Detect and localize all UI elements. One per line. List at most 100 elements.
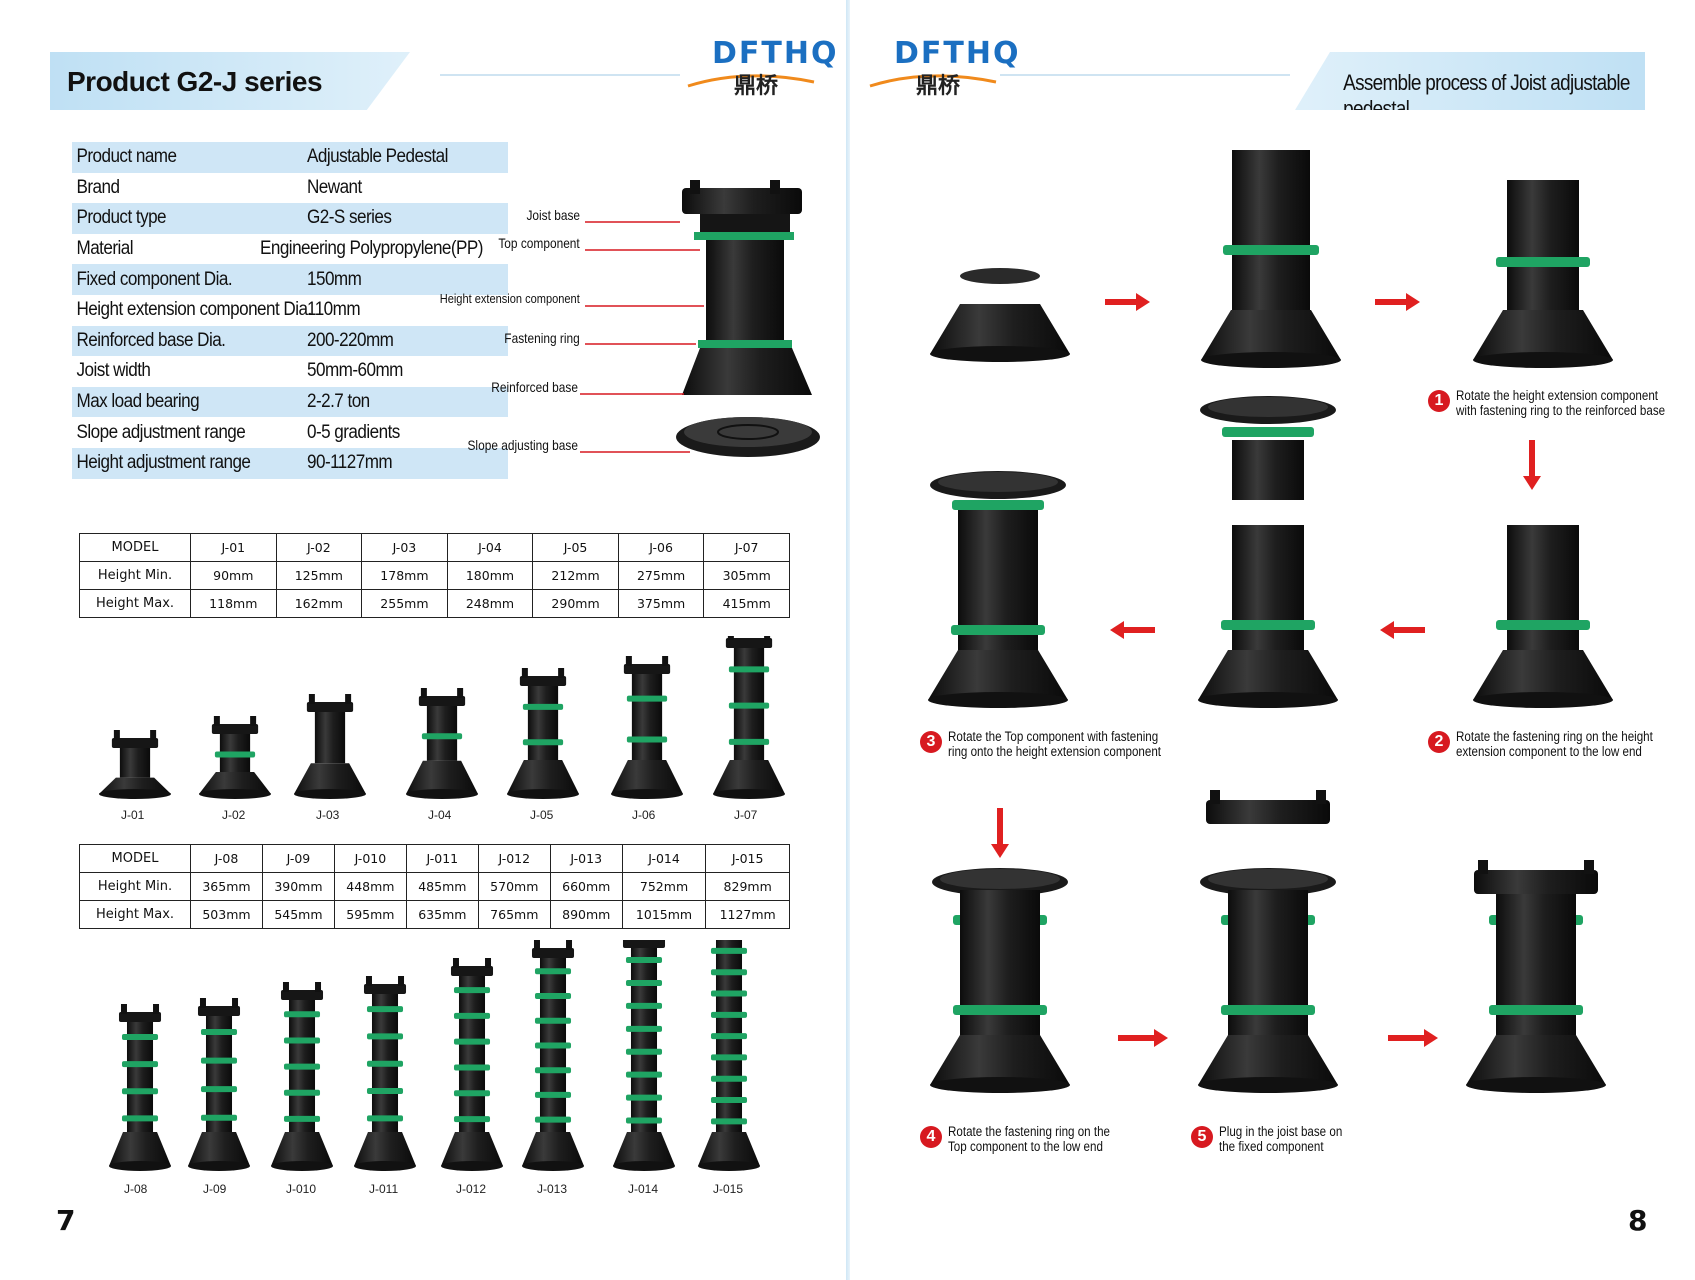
assembly-steps-image (928, 150, 1613, 1093)
label-joist-base: Joist base (526, 207, 580, 223)
product-J-04 (406, 688, 478, 799)
table-header-cell: J-01 (190, 533, 277, 562)
table-header-cell: J-03 (361, 533, 448, 562)
product-caption: J-09 (203, 1182, 227, 1196)
title-banner-right: Assemble process of Joist adjustable ped… (1295, 52, 1645, 110)
product-caption: J-011 (369, 1182, 399, 1196)
assembly-extension-on-base (1201, 150, 1341, 368)
assembly-step3-result (928, 471, 1068, 708)
product-J-010 (271, 982, 333, 1171)
logo-swoosh-icon (869, 74, 997, 88)
step-1-line2: with fastening ring to the reinforced ba… (1456, 403, 1666, 418)
spec-row: Product name Adjustable Pedestal (72, 142, 508, 173)
product-row-1-image (99, 636, 785, 799)
product-J-07 (713, 636, 785, 799)
product-J-01 (99, 730, 171, 799)
product-J-015 (698, 940, 760, 1171)
product-J-06 (611, 656, 683, 799)
product-J-013 (522, 940, 584, 1171)
assembly-final-pedestal (1466, 860, 1606, 1093)
table-header-cell: J-010 (333, 844, 407, 873)
spec-key: Product name (76, 146, 178, 168)
logo-text-en: DFTHQ (712, 36, 839, 71)
spec-key: Brand (76, 176, 120, 198)
spec-value: Adjustable Pedestal (307, 146, 448, 168)
title-banner: Product G2-J series (50, 52, 410, 110)
arrow-right-icon (1118, 1029, 1168, 1047)
page-title: Product G2-J series (67, 66, 323, 97)
step-2-number: 2 (1428, 731, 1450, 753)
table-header-cell: MODEL (79, 844, 191, 873)
product-caption: J-015 (713, 1182, 744, 1196)
spec-key: Material (76, 238, 134, 260)
spec-key: Slope adjustment range (76, 421, 246, 443)
table-cell: 212mm (532, 561, 619, 590)
spec-value: Engineering Polypropylene(PP) (260, 238, 484, 260)
step-5-line1: Plug in the joist base on (1219, 1124, 1343, 1139)
spec-value: G2-S series (307, 207, 392, 229)
product-caption: J-01 (121, 808, 145, 822)
table-cell: 178mm (361, 561, 448, 590)
table-header-cell: MODEL (79, 533, 191, 562)
table-header-cell: J-05 (532, 533, 619, 562)
table-cell: 305mm (703, 561, 790, 590)
step-1-line1: Rotate the height extension component (1456, 388, 1659, 403)
step-5-line2: the fixed component (1219, 1139, 1324, 1154)
page-number-left: 7 (56, 1204, 76, 1237)
arrow-right-icon (1388, 1029, 1438, 1047)
table-cell: Height Min. (79, 872, 191, 901)
table-header-cell: J-013 (549, 844, 623, 873)
step-2: 2 Rotate the fastening ring on the heigh… (1428, 729, 1685, 759)
product-J-08 (109, 1004, 171, 1171)
spec-row: Height extension component Dia.110mm (72, 295, 508, 326)
label-reinforced-base: Reinforced base (491, 379, 578, 395)
table-cell: 765mm (477, 900, 551, 929)
step-4-number: 4 (920, 1126, 942, 1148)
spec-value: 0-5 gradients (307, 421, 400, 443)
table-cell: 390mm (261, 872, 335, 901)
left-page: Product G2-J series DFTHQ 鼎桥 Product nam… (0, 0, 846, 1280)
table-cell: 365mm (190, 872, 263, 901)
table-cell: Height Max. (79, 900, 191, 929)
step-3-line2: ring onto the height extension component (948, 744, 1162, 759)
product-caption: J-04 (428, 808, 452, 822)
product-caption: J-02 (222, 808, 246, 822)
product-row-2-image (109, 940, 760, 1171)
table-cell: 375mm (617, 589, 705, 618)
spec-value: 200-220mm (307, 329, 394, 351)
table-header-cell: J-09 (261, 844, 335, 873)
table-cell: Height Max. (79, 589, 191, 618)
table-header-cell: J-02 (275, 533, 363, 562)
table-cell: 752mm (621, 872, 707, 901)
product-caption: J-012 (456, 1182, 487, 1196)
brand-logo-right: DFTHQ 鼎桥 (868, 30, 1018, 99)
table-cell: 829mm (705, 872, 790, 901)
table-cell: 635mm (405, 900, 479, 929)
exploded-pedestal-image (580, 180, 820, 457)
arrow-down-icon (1523, 440, 1541, 490)
table-cell: 503mm (190, 900, 263, 929)
header-rule (440, 74, 680, 76)
arrow-right-icon (1105, 293, 1150, 311)
table-cell: 595mm (333, 900, 407, 929)
header-rule-right (1000, 74, 1290, 76)
step-3: 3 Rotate the Top component with fastenin… (920, 729, 1196, 759)
spec-key: Fixed component Dia. (76, 268, 233, 290)
table-cell: 1015mm (621, 900, 707, 929)
product-J-02 (199, 716, 271, 799)
table-cell: 162mm (275, 589, 363, 618)
spec-row: Reinforced base Dia.200-220mm (72, 325, 508, 357)
table-header-cell: J-012 (477, 844, 551, 873)
product-J-03 (294, 694, 366, 799)
table-header-cell: J-014 (621, 844, 707, 873)
product-caption: J-010 (286, 1182, 317, 1196)
arrow-down-icon (991, 808, 1009, 858)
label-slope-adjusting-base: Slope adjusting base (467, 437, 579, 453)
